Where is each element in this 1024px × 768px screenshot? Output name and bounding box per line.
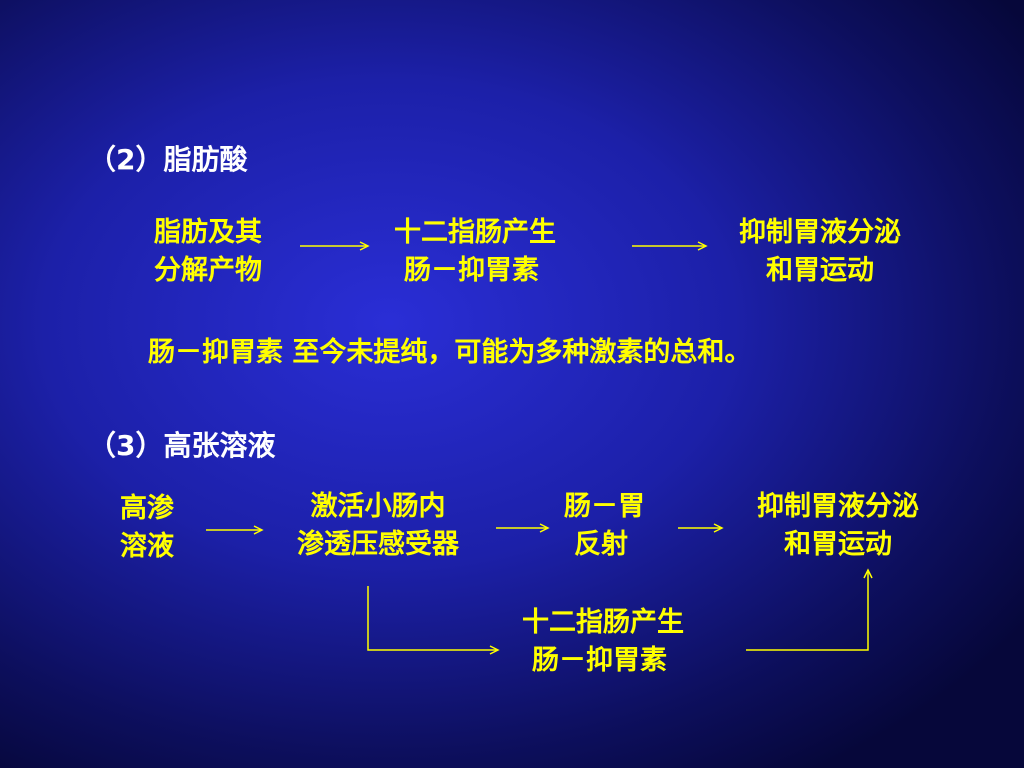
s2-inhibit-line2: 和胃运动: [766, 255, 874, 286]
s3-hypertonic-line2: 溶液: [120, 531, 174, 562]
s2-arrow-2-head: [697, 241, 708, 251]
s3-arrow-1-head: [253, 525, 264, 535]
s3-arrow-branch-head: [489, 645, 500, 655]
s2-duodenum-line2: 肠－抑胃素: [404, 255, 539, 286]
s2-inhibit-line1: 抑制胃液分泌: [739, 217, 901, 248]
s2-duodenum-line1: 十二指肠产生: [394, 217, 556, 248]
s3-arrow-up-head: [863, 568, 873, 579]
s3-arrow-3-head: [713, 523, 724, 533]
s3-arrow-branch: [367, 586, 498, 651]
s3-reflex-box: 肠－胃 反射: [564, 488, 645, 564]
section3-heading: （3）高张溶液: [88, 429, 276, 462]
s2-duodenum-box: 十二指肠产生 肠－抑胃素: [394, 214, 556, 290]
s2-fat-line1: 脂肪及其: [154, 217, 262, 248]
s3-inhibit-box: 抑制胃液分泌 和胃运动: [732, 488, 944, 564]
s3-arrow-up: [746, 570, 869, 651]
s3-hypertonic-line1: 高渗: [120, 493, 174, 524]
s3-duodenum-box: 十二指肠产生 肠－抑胃素: [522, 604, 684, 680]
s3-receptor-line2: 渗透压感受器: [297, 529, 459, 560]
s3-hypertonic-box: 高渗 溶液: [120, 490, 174, 566]
s3-inhibit-line1: 抑制胃液分泌: [757, 491, 919, 522]
s3-arrow-2-head: [539, 523, 550, 533]
s2-inhibit-box: 抑制胃液分泌 和胃运动: [714, 214, 926, 290]
section2-heading: （2）脂肪酸: [88, 143, 248, 176]
s3-reflex-line1: 肠－胃: [564, 491, 645, 522]
s3-reflex-line2: 反射: [574, 529, 628, 560]
s3-inhibit-line2: 和胃运动: [784, 529, 892, 560]
s3-receptor-box: 激活小肠内 渗透压感受器: [272, 488, 484, 564]
s3-duodenum-line2: 肠－抑胃素: [532, 645, 667, 676]
s3-duodenum-line1: 十二指肠产生: [522, 607, 684, 638]
s2-fat-line2: 分解产物: [154, 255, 262, 286]
s2-fat-box: 脂肪及其 分解产物: [134, 214, 282, 290]
s2-note: 肠－抑胃素 至今未提纯，可能为多种激素的总和。: [148, 337, 752, 368]
s3-receptor-line1: 激活小肠内: [310, 491, 446, 522]
s2-arrow-1-head: [359, 241, 370, 251]
